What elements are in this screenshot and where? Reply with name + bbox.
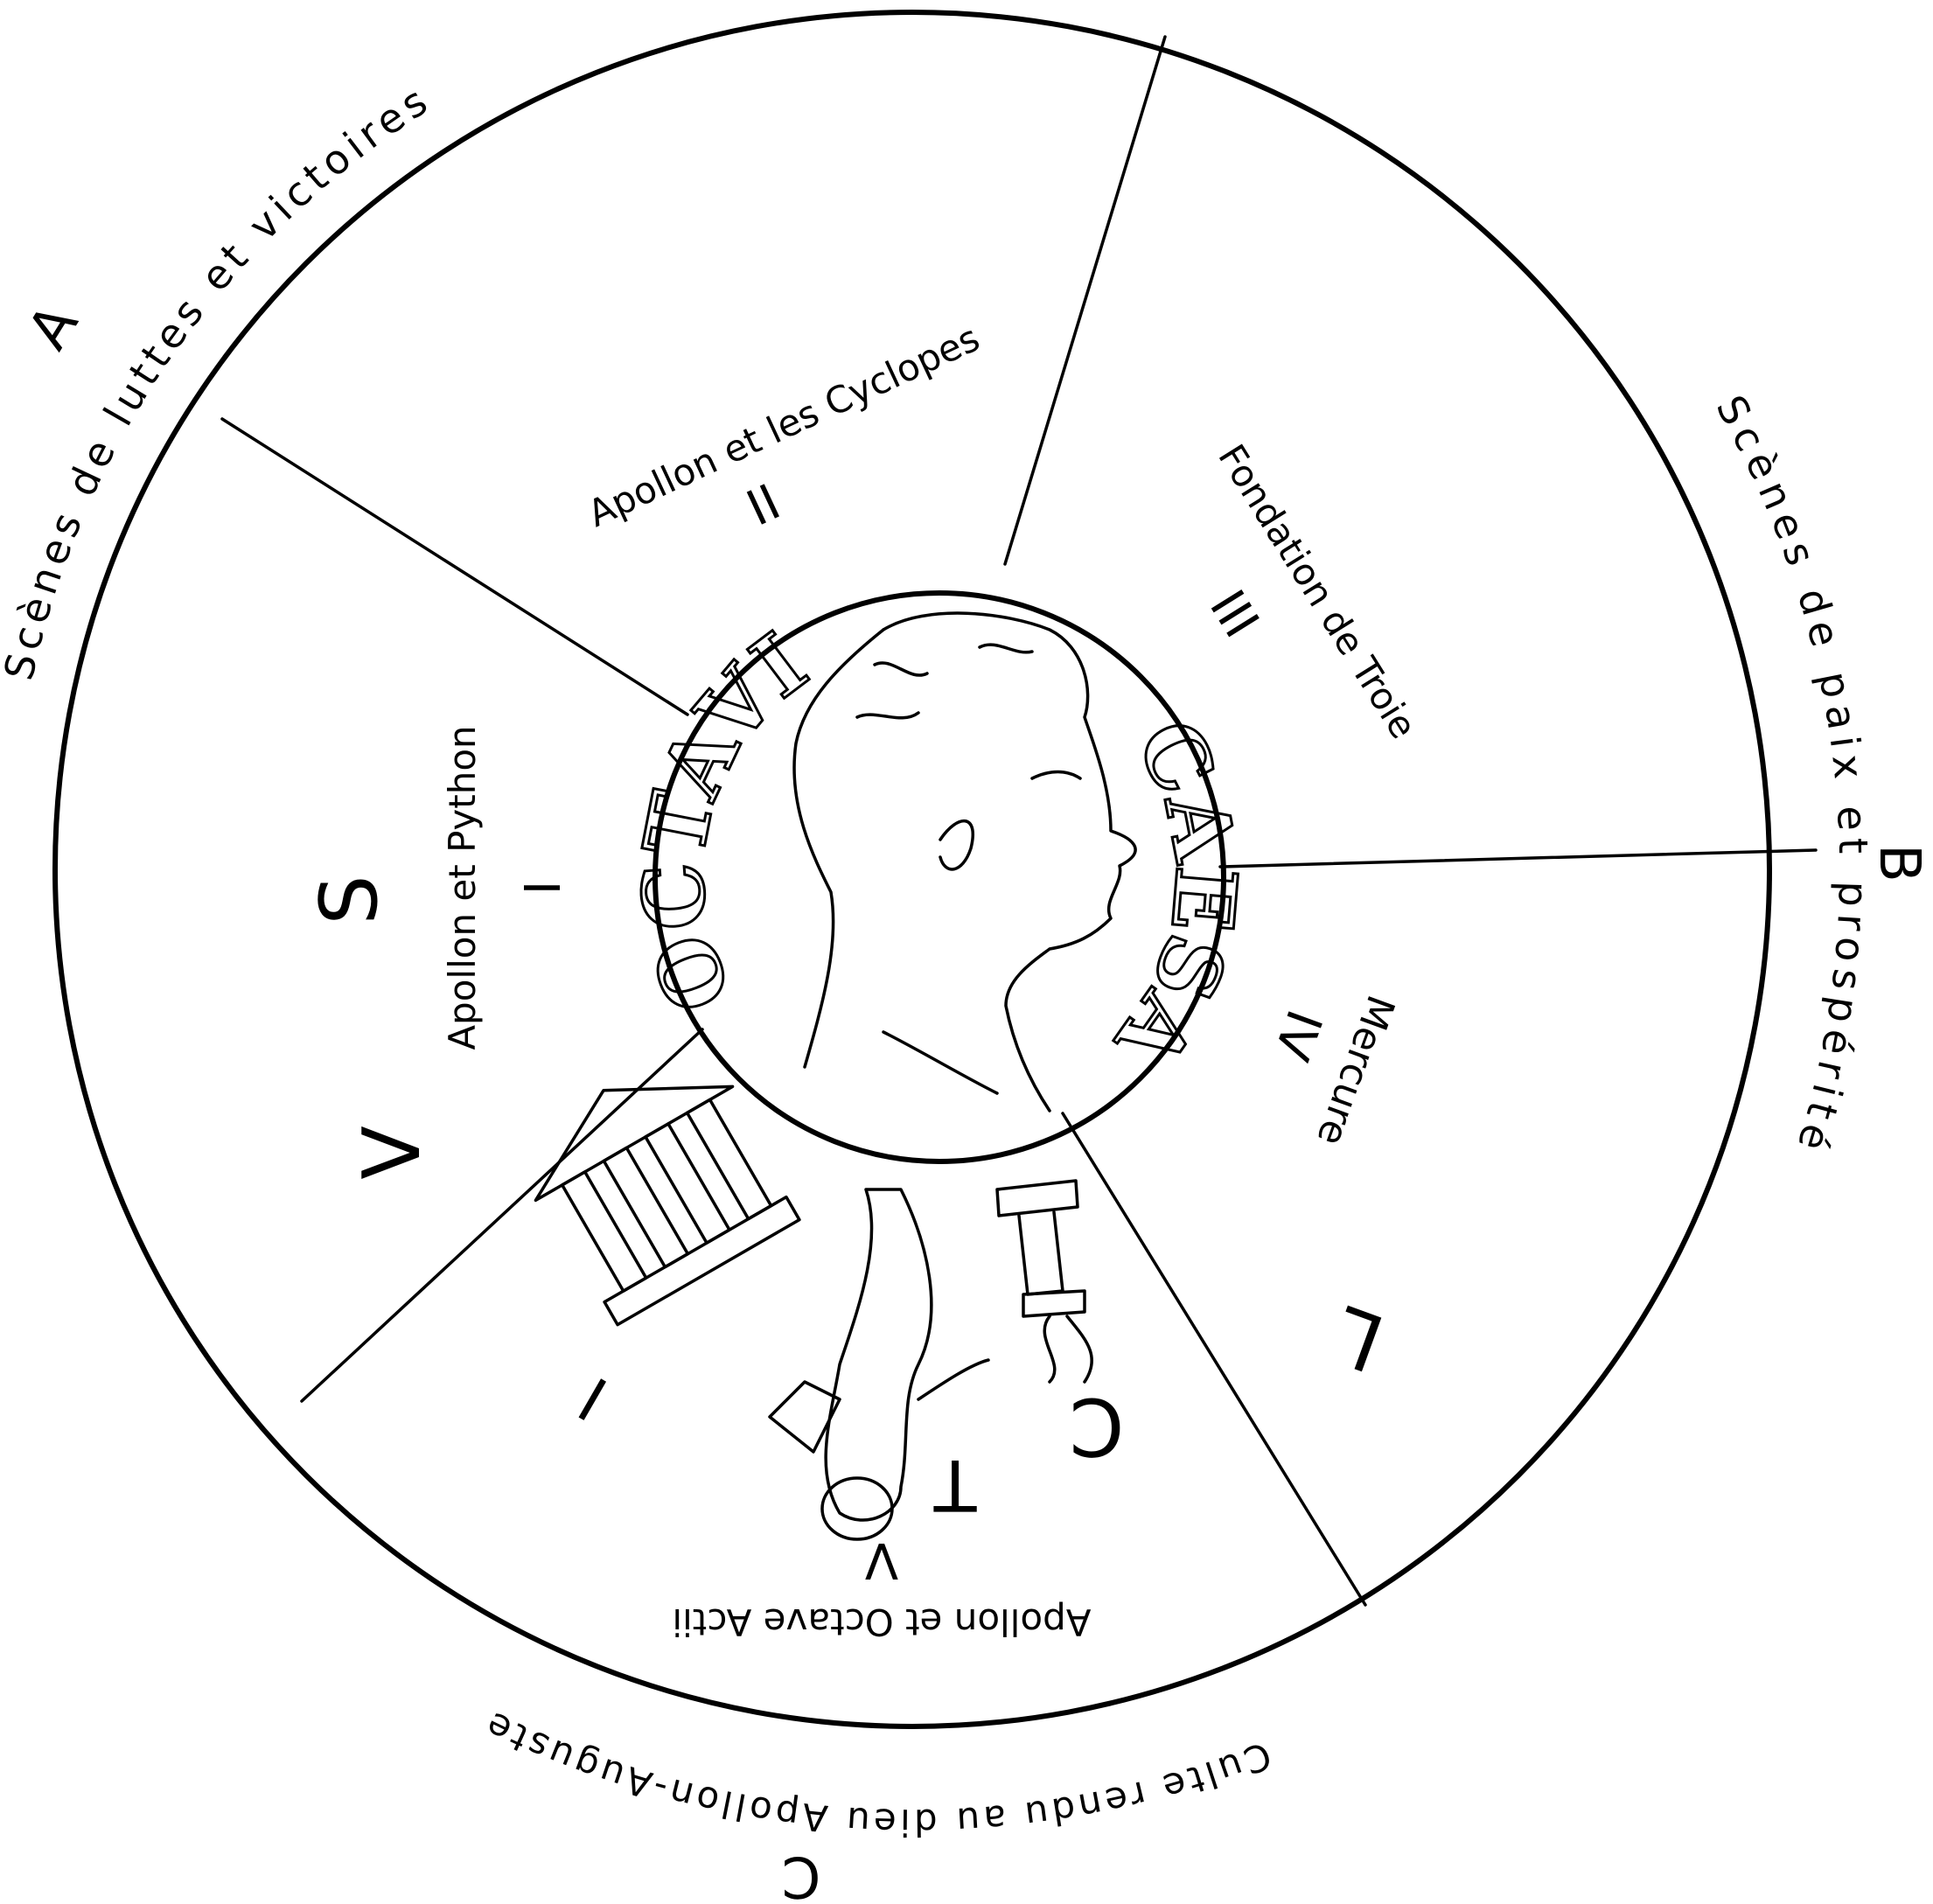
section-iii-numeral: III [1198, 581, 1269, 647]
central-coin: OCTAVIVS CAESAR [0, 0, 1257, 1164]
section-i-numeral: I [515, 881, 572, 896]
coin-circle [652, 590, 1226, 1164]
section-iv-title: Mercure [1308, 989, 1403, 1151]
symbol-l: L [1322, 1287, 1395, 1389]
section-iv: Mercure IV [1262, 989, 1403, 1151]
divider-iii-iv [1218, 848, 1818, 868]
outer-label-b: Scènes de paix et prospérité B [1706, 387, 1931, 1162]
divider-v-i [300, 1028, 704, 1403]
coin-legend-left: OCTAVIVS [0, 0, 825, 1025]
section-ii: Apollon et les Cyclopes II [582, 317, 987, 538]
symbol-t: T [932, 1444, 977, 1525]
section-v: Apollon et Octave Actii V [534, 1085, 1094, 1643]
symbol-i: I [568, 1363, 619, 1433]
symbol-s: S [304, 875, 395, 924]
column-icon [995, 1179, 1094, 1384]
section-i: Apollon et Python I [441, 725, 572, 1050]
divider-i-ii [220, 417, 689, 716]
outer-label-a-text: Scènes de luttes et victoires [0, 74, 440, 684]
outer-label-b-text: Scènes de paix et prospérité [1706, 387, 1877, 1162]
outer-label-a: Scènes de luttes et victoires A [0, 74, 440, 684]
portrait-head-icon [792, 611, 1137, 1112]
outer-label-c-letter: C [782, 1844, 821, 1904]
section-ii-title: Apollon et les Cyclopes [582, 317, 987, 535]
section-iv-numeral: IV [1262, 1002, 1332, 1067]
divider-iv-v [1061, 1112, 1367, 1607]
section-dividers [220, 35, 1818, 1607]
symbol-v: V [346, 1126, 438, 1180]
symbol-c: C [1070, 1380, 1125, 1472]
outer-label-c: Culte rendu au dieu Apollon-Auguste C [476, 1702, 1274, 1904]
section-v-title: Apollon et Octave Actii [672, 1601, 1091, 1643]
outer-label-b-letter: B [1867, 844, 1931, 882]
outer-label-a-letter: A [16, 294, 91, 361]
outer-circle [52, 10, 1772, 1729]
divider-ii-iii [1003, 35, 1167, 566]
section-iii: Fondation de Troie III [1198, 437, 1425, 746]
temple-icon [534, 1085, 801, 1327]
apollo-figure-icon [768, 1188, 990, 1541]
section-ii-numeral: II [738, 474, 788, 538]
section-i-title: Apollon et Python [441, 725, 484, 1050]
section-v-numeral: V [865, 1531, 898, 1588]
